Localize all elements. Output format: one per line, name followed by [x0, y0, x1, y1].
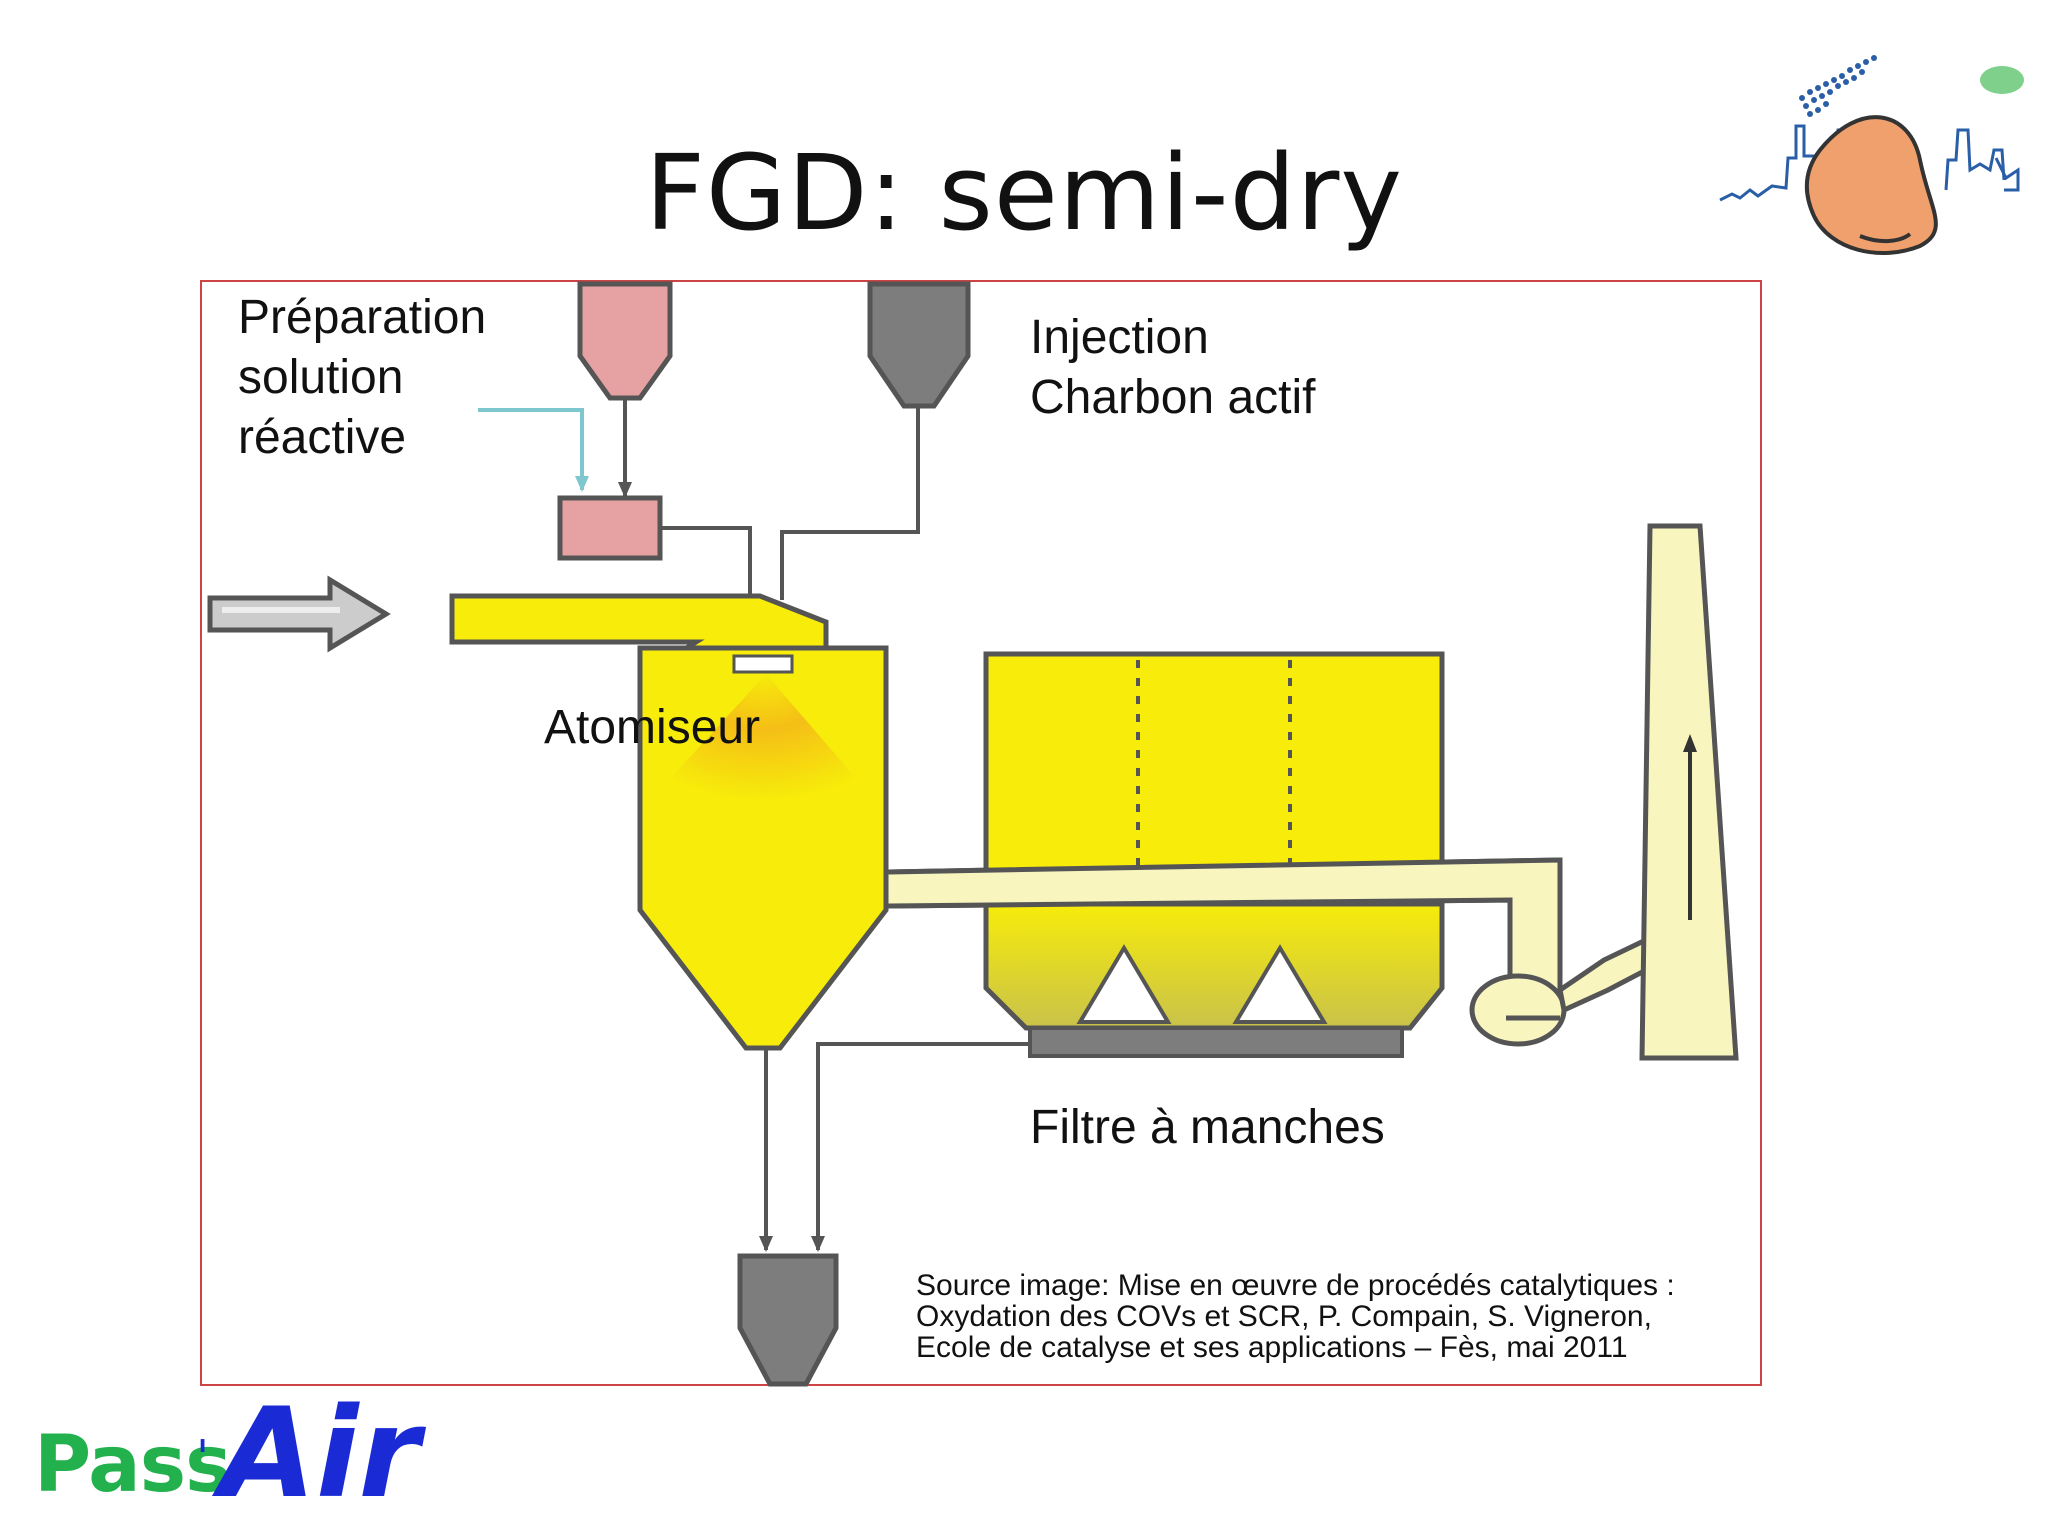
slide-title: FGD: semi-dry [645, 132, 1403, 254]
bag-filter-discharge [1028, 1026, 1404, 1058]
atomizer-nozzle [732, 654, 794, 674]
logo-apostrophe: ' [196, 1430, 210, 1486]
atomizer-label: Atomiseur [544, 701, 761, 754]
preparation-label: Préparation solution réactive [238, 291, 487, 464]
diagram-frame [200, 280, 1762, 1386]
nose-smokestack-icon [1719, 55, 2024, 255]
inlet-duct [449, 593, 829, 655]
residue-silo [737, 1253, 839, 1387]
logo-air-text: Air [220, 1382, 420, 1526]
mixing-tank [557, 495, 663, 561]
image-source-caption: Source image: Mise en œuvre de procédés … [916, 1269, 1675, 1364]
bag-filter-hoppers [983, 901, 1445, 1031]
injection-label: Injection Charbon actif [1030, 311, 1316, 424]
water-feed-line [478, 408, 584, 490]
reagent-silo [577, 281, 673, 401]
logo-pass-text: Pass [34, 1420, 232, 1510]
flue-gas-inlet-arrow [207, 575, 391, 653]
bag-filter-label: Filtre à manches [1030, 1101, 1385, 1154]
induced-draft-fan [1469, 973, 1567, 1047]
activated-carbon-silo [867, 281, 971, 409]
